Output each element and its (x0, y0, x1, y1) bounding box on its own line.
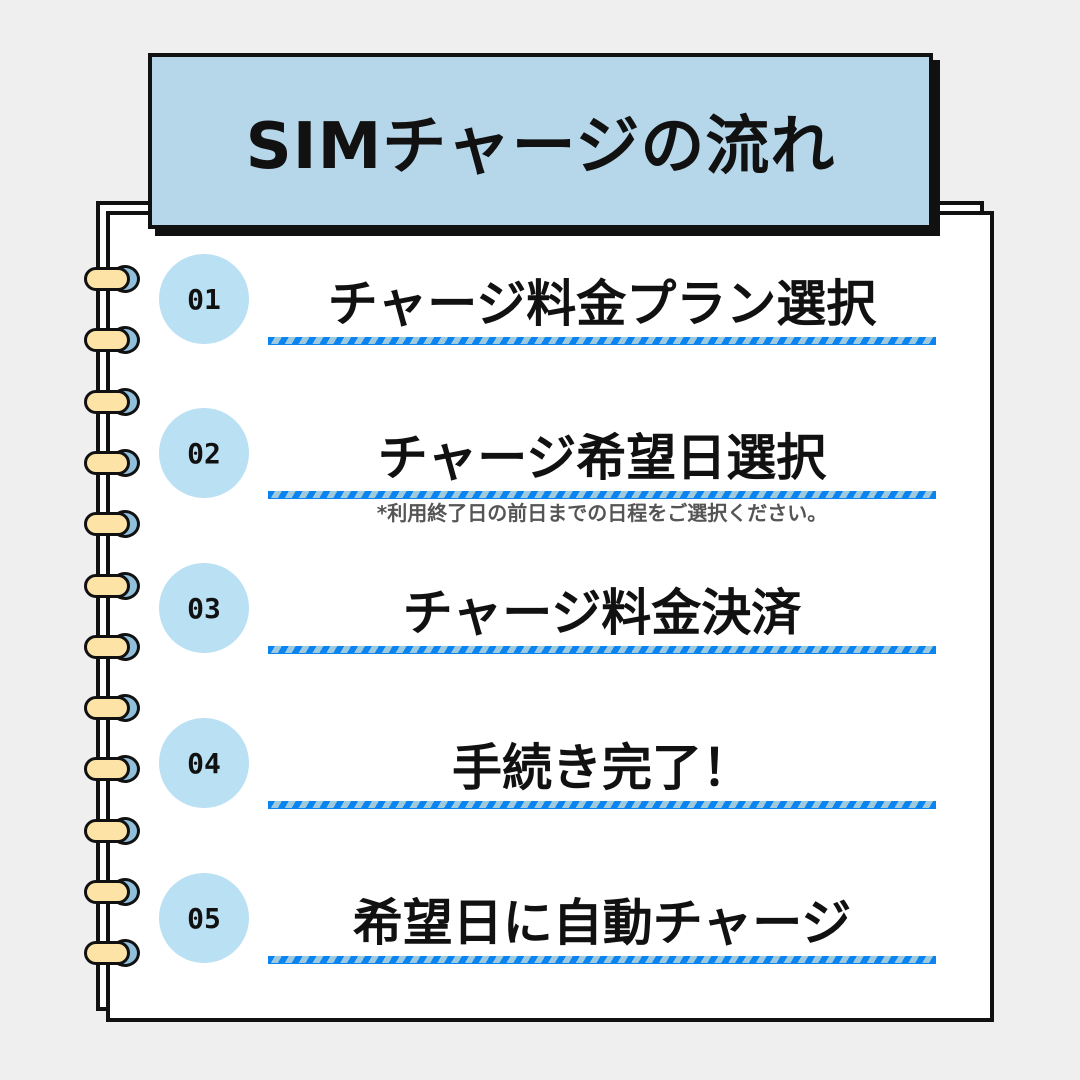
striped-underline (268, 801, 936, 809)
step-label: チャージ希望日選択 (377, 429, 827, 487)
ring-loop (84, 757, 130, 782)
binder-ring-icon (84, 632, 142, 661)
binder-ring-icon (84, 571, 142, 600)
step-1: 01 チャージ料金プラン選択 (0, 254, 1080, 354)
step-label: チャージ料金プラン選択 (327, 275, 877, 333)
step-number: 01 (159, 254, 249, 344)
striped-underline (268, 646, 936, 654)
step-3: 03 チャージ料金決済 (0, 563, 1080, 663)
binder-ring-icon (84, 939, 142, 968)
step-label: 希望日に自動チャージ (352, 894, 852, 952)
ring-loop (84, 512, 130, 537)
binder-ring-icon (84, 694, 142, 723)
ring-loop (84, 573, 130, 598)
binder-ring-icon (84, 326, 142, 355)
step-4: 04 手続き完了！ (0, 718, 1080, 818)
ring-loop (84, 389, 130, 414)
page-title: SIMチャージの流れ (245, 110, 836, 184)
ring-loop (84, 267, 130, 291)
striped-underline (268, 956, 936, 964)
notebook-page (106, 211, 994, 1022)
ring-loop (84, 880, 130, 904)
header-banner: SIMチャージの流れ (148, 53, 933, 229)
step-number: 05 (159, 873, 249, 963)
step-2-note: *利用終了日の前日までの日程をご選択ください。 (376, 501, 828, 525)
ring-loop (84, 634, 130, 659)
binder-ring-icon (84, 265, 142, 293)
step-label: チャージ料金決済 (402, 584, 802, 642)
ring-loop (84, 941, 130, 966)
step-number: 03 (159, 563, 249, 653)
step-label: 手続き完了！ (452, 739, 752, 797)
step-number: 04 (159, 718, 249, 808)
striped-underline (268, 491, 936, 499)
ring-loop (84, 328, 130, 353)
step-2: 02 チャージ希望日選択 (0, 408, 1080, 508)
ring-loop (84, 818, 130, 843)
binder-ring-icon (84, 387, 142, 416)
binder-ring-icon (84, 510, 142, 539)
binder-ring-icon (84, 755, 142, 784)
step-number: 02 (159, 408, 249, 498)
ring-loop (84, 450, 130, 475)
step-5: 05 希望日に自動チャージ (0, 873, 1080, 973)
binder-ring-icon (84, 878, 142, 906)
striped-underline (268, 337, 936, 345)
ring-loop (84, 696, 130, 721)
binder-ring-icon (84, 816, 142, 845)
binder-ring-icon (84, 448, 142, 477)
